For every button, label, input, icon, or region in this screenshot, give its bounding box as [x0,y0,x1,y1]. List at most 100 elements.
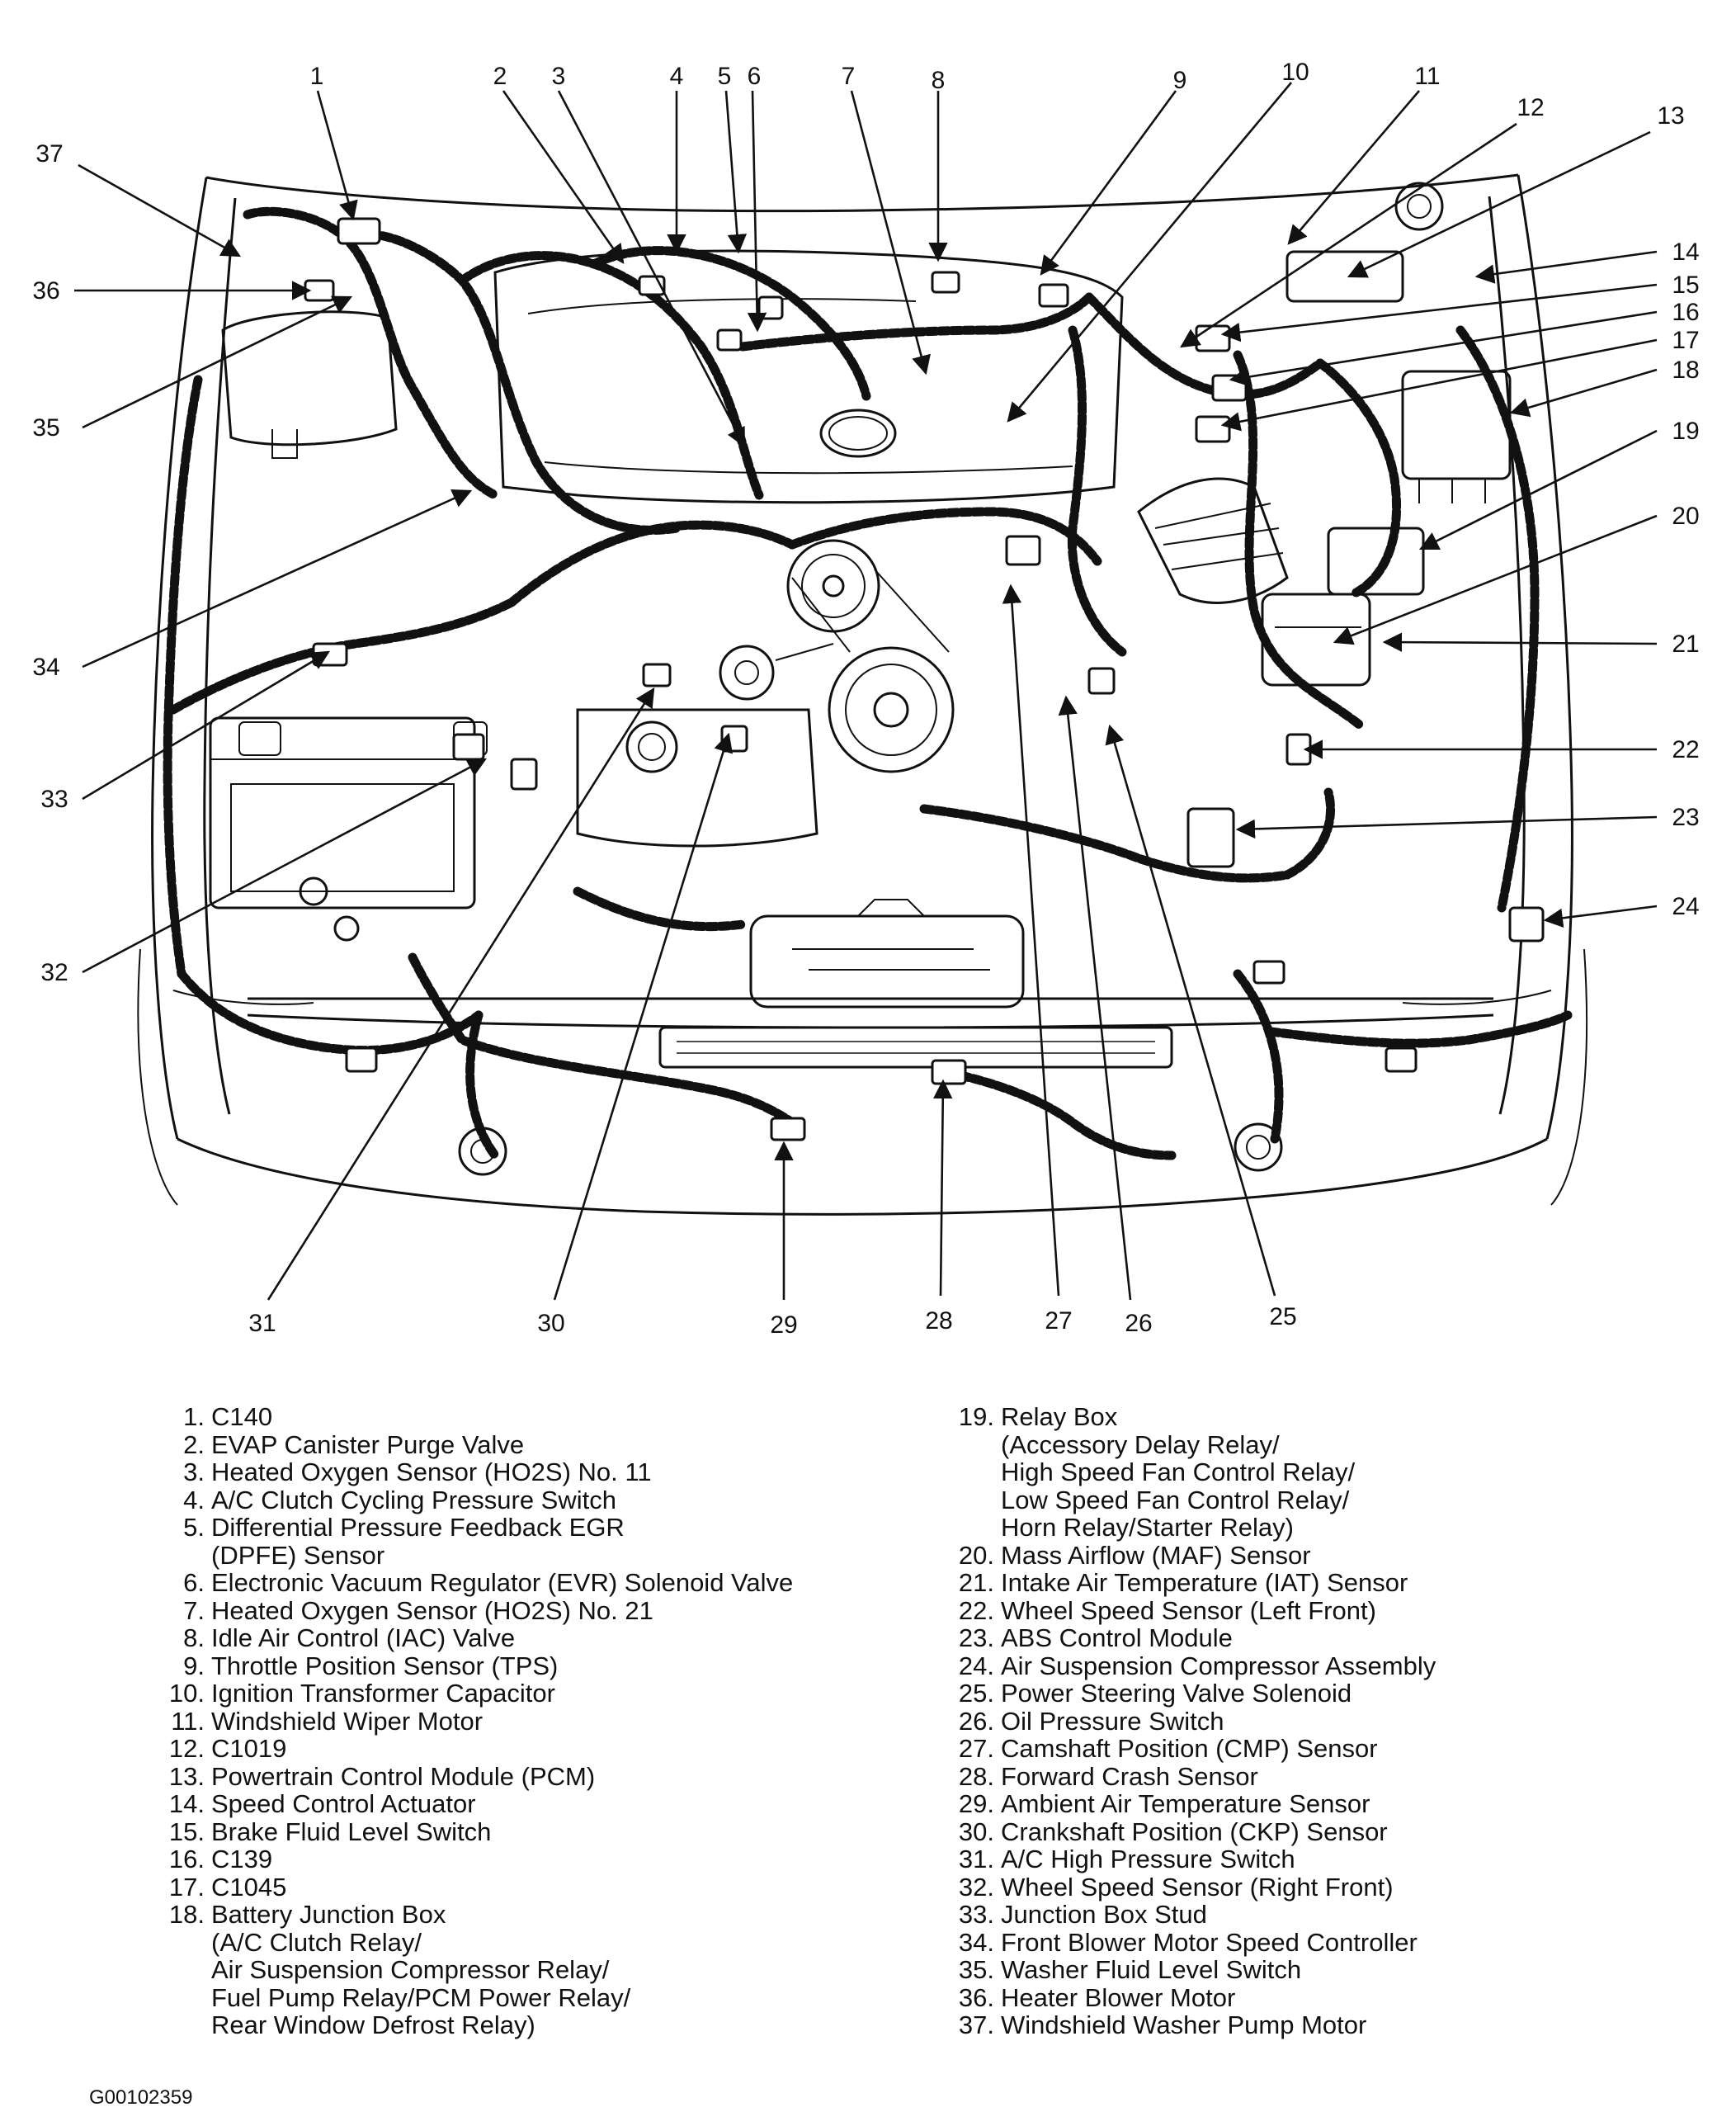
legend-item-number: 21. [958,1568,994,1597]
legend-item: 14.Speed Control Actuator [159,1790,793,1818]
legend-item-label: C1019 [211,1734,287,1763]
legend-item-detail: Low Speed Fan Control Relay/ [1001,1485,1350,1514]
coolant-reservoir [576,708,818,848]
callout-6: 6 [748,63,762,90]
legend-item-number: 14. [168,1789,205,1818]
legend-item: 10.Ignition Transformer Capacitor [159,1680,793,1708]
legend-item-label: Ambient Air Temperature Sensor [1001,1789,1370,1818]
callout-18: 18 [1672,357,1699,384]
legend-item-label: Heated Oxygen Sensor (HO2S) No. 21 [211,1595,653,1625]
callout-34: 34 [32,654,59,681]
legend-item-label: Idle Air Control (IAC) Valve [211,1623,516,1652]
legend-item: 9.Throttle Position Sensor (TPS) [159,1651,793,1680]
legend-item-number: 16. [168,1845,205,1873]
legend-item-number: 18. [168,1900,205,1929]
legend-item-number: 35. [958,1955,994,1984]
legend-item: 25.Power Steering Valve Solenoid [949,1680,1436,1708]
legend-item-number: 32. [958,1872,994,1902]
legend-item-label: C140 [211,1402,273,1431]
legend-item: 12.C1019 [159,1735,793,1763]
legend-item-label: C139 [211,1845,273,1873]
legend-item-number: 13. [168,1761,205,1791]
legend-item: 16.C139 [159,1845,793,1873]
legend-item-number: 8. [183,1623,205,1652]
legend-item-detail: Rear Window Defrost Relay) [211,2010,535,2039]
legend-item-detail: Fuel Pump Relay/PCM Power Relay/ [211,1982,631,2012]
air-intake-duct [1137,477,1371,687]
callout-11: 11 [1414,63,1440,90]
legend-item-label: Heated Oxygen Sensor (HO2S) No. 11 [211,1457,652,1486]
legend-item-label: Windshield Washer Pump Motor [1001,2010,1367,2039]
legend-item-label: Power Steering Valve Solenoid [1001,1679,1352,1708]
legend-item-label: C1045 [211,1872,287,1902]
legend-item-number: 15. [168,1817,205,1846]
legend-item-number: 17. [168,1872,205,1902]
engine-compartment-diagram: 1 2 3 4 5 6 7 8 9 10 11 12 13 14 15 16 1… [32,59,1699,1339]
legend-item-label: EVAP Canister Purge Valve [211,1429,525,1459]
callout-29: 29 [770,1311,797,1339]
legend-item-detail: Horn Relay/Starter Relay) [1001,1513,1294,1542]
legend-item-detail: (DPFE) Sensor [211,1540,385,1570]
headlamps [458,1122,1283,1176]
legend-item: 18.Battery Junction Box [159,1901,793,1929]
legend-item-number: 30. [958,1817,994,1846]
legend-item-label: Windshield Wiper Motor [211,1706,484,1736]
legend-item-number: 7. [183,1595,205,1625]
legend-item-number: 26. [958,1706,994,1736]
callout-21: 21 [1672,631,1699,658]
legend-item: 36.Heater Blower Motor [949,1982,1436,2012]
legend-item-number: 28. [958,1761,994,1791]
legend-item: 2.EVAP Canister Purge Valve [159,1429,793,1459]
callout-8: 8 [932,67,946,94]
callout-13: 13 [1657,102,1684,130]
legend-item: 13.Powertrain Control Module (PCM) [159,1761,793,1791]
legend-item: 27.Camshaft Position (CMP) Sensor [949,1735,1436,1763]
legend-item: 33.Junction Box Stud [949,1901,1436,1929]
legend-item: 6.Electronic Vacuum Regulator (EVR) Sole… [159,1569,793,1597]
legend-item-number: 36. [958,1982,994,2012]
legend-item-label: Forward Crash Sensor [1001,1761,1258,1791]
component-legend-right: 19.Relay Box(Accessory Delay Relay/High … [949,1403,1436,2039]
callout-5: 5 [718,63,732,90]
junction-boxes [1186,182,1512,868]
legend-item-label: Wheel Speed Sensor (Left Front) [1001,1595,1376,1625]
callout-36: 36 [32,277,59,305]
legend-item-number: 25. [958,1679,994,1708]
legend-item-label: Crankshaft Position (CKP) Sensor [1001,1817,1388,1846]
callout-16: 16 [1672,299,1699,326]
legend-item: 17.C1045 [159,1873,793,1902]
legend-item-label: Junction Box Stud [1001,1900,1207,1929]
legend-item-detail: High Speed Fan Control Relay/ [1001,1457,1356,1486]
legend-item: 4.A/C Clutch Cycling Pressure Switch [159,1486,793,1514]
legend-item-label: Relay Box [1001,1402,1118,1431]
callout-numbers: 1 2 3 4 5 6 7 8 9 10 11 12 13 14 15 16 1… [32,59,1699,1339]
legend-item: 21.Intake Air Temperature (IAT) Sensor [949,1569,1436,1597]
callout-32: 32 [40,959,68,986]
callout-37: 37 [35,140,63,168]
legend-item-number: 12. [168,1734,205,1763]
callout-27: 27 [1045,1307,1072,1335]
legend-item-detail: (Accessory Delay Relay/ [1001,1429,1280,1459]
legend-item: 8.Idle Air Control (IAC) Valve [159,1624,793,1652]
legend-item-number: 24. [958,1651,994,1680]
legend-item-label: Battery Junction Box [211,1900,446,1929]
callout-15: 15 [1672,272,1699,299]
callout-30: 30 [537,1310,564,1337]
callout-2: 2 [493,63,507,90]
legend-item-label: Speed Control Actuator [211,1789,476,1818]
legend-item-label: Differential Pressure Feedback EGR [211,1513,625,1542]
legend-item-label: Intake Air Temperature (IAT) Sensor [1001,1568,1408,1597]
legend-item-number: 33. [958,1900,994,1929]
legend-item-label: ABS Control Module [1001,1623,1233,1652]
legend-item-label: Washer Fluid Level Switch [1001,1955,1302,1984]
legend-item-detail: Air Suspension Compressor Relay/ [211,1955,610,1984]
legend-item: 32.Wheel Speed Sensor (Right Front) [949,1873,1436,1902]
legend-item: 26.Oil Pressure Switch [949,1706,1436,1736]
legend-item-label: Camshaft Position (CMP) Sensor [1001,1734,1378,1763]
callout-33: 33 [40,786,68,813]
legend-item-label: Brake Fluid Level Switch [211,1817,492,1846]
legend-item-number: 5. [183,1513,205,1542]
legend-item: 23.ABS Control Module [949,1624,1436,1652]
legend-item-label: Air Suspension Compressor Assembly [1001,1651,1436,1680]
callout-9: 9 [1173,67,1187,94]
